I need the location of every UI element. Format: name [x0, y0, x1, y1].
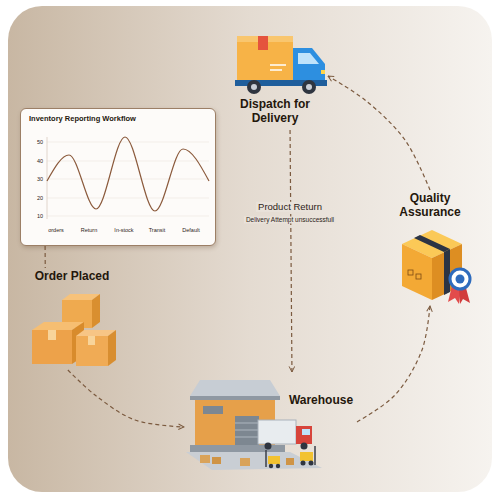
- delivery-truck-part: [321, 70, 325, 74]
- warehouse-illustration-part: [186, 452, 322, 470]
- order-boxes-part: [88, 336, 95, 345]
- order-boxes: [32, 294, 116, 366]
- trend-curve: [47, 137, 209, 211]
- warehouse-illustration-part: [190, 396, 280, 400]
- axis-tick: 20: [37, 195, 43, 201]
- edge-note: Delivery Attempt unsuccessfull: [244, 216, 336, 223]
- warehouse-illustration-part: [200, 455, 210, 463]
- warehouse-illustration-part: [235, 423, 259, 424]
- delivery-truck: [235, 36, 327, 94]
- warehouse-illustration-part: [235, 430, 259, 431]
- order-boxes-part: [108, 330, 116, 366]
- station-label: Order Placed: [28, 270, 116, 284]
- flow-connector: [328, 76, 430, 190]
- axis-tick: 30: [37, 176, 43, 182]
- station-label: Dispatch for Delivery: [230, 98, 320, 126]
- warehouse-illustration-part: [235, 416, 259, 447]
- order-boxes-part: [32, 330, 72, 364]
- warehouse-illustration-part: [265, 450, 267, 467]
- axis-category: In-stock: [114, 227, 133, 233]
- warehouse-illustration-part: [301, 461, 306, 466]
- warehouse-illustration-part: [300, 452, 313, 461]
- flow-connector: [290, 130, 292, 372]
- chart-title: Inventory Reporting Workflow: [29, 115, 136, 124]
- warehouse-illustration-part: [240, 458, 250, 466]
- delivery-truck-part: [247, 80, 261, 94]
- axis-tick: 50: [37, 139, 43, 145]
- grid-line: [47, 216, 209, 217]
- warehouse-illustration-part: [258, 420, 296, 444]
- warehouse-illustration-part: [268, 456, 280, 464]
- station-label: Quality Assurance: [390, 192, 470, 220]
- warehouse-illustration-part: [203, 406, 223, 414]
- ground: [8, 6, 492, 492]
- quality-box-part: [414, 235, 450, 252]
- quality-box-part: [450, 269, 470, 289]
- warehouse-illustration-part: [190, 380, 280, 396]
- warehouse-illustration-part: [301, 443, 308, 450]
- quality-box-part: [416, 274, 421, 279]
- delivery-truck-part: [237, 36, 293, 82]
- delivery-truck-part: [258, 36, 268, 50]
- axis-category: Transit: [149, 227, 166, 233]
- order-station: Order Placed: [26, 268, 119, 370]
- axis-category: Return: [81, 227, 98, 233]
- chart-plot: [21, 109, 215, 245]
- axis-tick: 40: [37, 158, 43, 164]
- axis-line: [47, 137, 48, 219]
- warehouse-illustration-part: [235, 437, 259, 438]
- flow-connector: [68, 370, 184, 427]
- quality-station: Quality Assurance: [384, 190, 476, 306]
- warehouse-illustration-part: [296, 426, 312, 444]
- warehouse-illustration-part: [302, 429, 310, 435]
- warehouse-illustration-part: [212, 457, 221, 464]
- grid-line: [47, 179, 209, 180]
- dispatch-station: Dispatch for Delivery: [222, 32, 328, 130]
- order-boxes-part: [48, 330, 56, 340]
- quality-box: [402, 230, 470, 304]
- flow-connector: [44, 246, 45, 268]
- delivery-truck-part: [298, 53, 319, 64]
- delivery-truck-part: [270, 64, 286, 66]
- warehouse-illustration-part: [286, 458, 294, 465]
- order-boxes-part: [92, 294, 100, 328]
- order-boxes-part: [76, 336, 108, 366]
- delivery-truck-part: [293, 48, 325, 84]
- quality-box-part: [444, 249, 450, 295]
- axis-category: orders: [48, 227, 64, 233]
- delivery-truck-part: [306, 84, 312, 90]
- edge-label: Product Return: [256, 202, 324, 212]
- axis-tick: 10: [37, 213, 43, 219]
- warehouse-illustration-part: [269, 464, 273, 468]
- quality-box-part: [456, 275, 465, 284]
- grid-line: [47, 161, 209, 162]
- station-label: Warehouse: [288, 394, 354, 408]
- warehouse-station: Warehouse: [184, 372, 357, 472]
- flow-connector: [357, 306, 430, 422]
- delivery-truck-part: [302, 80, 316, 94]
- warehouse-illustration-part: [309, 461, 314, 466]
- delivery-truck-part: [270, 69, 282, 71]
- quality-box-part: [402, 244, 432, 300]
- warehouse-illustration-part: [265, 443, 272, 450]
- quality-box-part: [408, 270, 413, 275]
- axis-category: Default: [182, 227, 199, 233]
- warehouse-illustration-part: [276, 464, 280, 468]
- grid-line: [47, 142, 209, 143]
- warehouse-illustration-part: [314, 446, 316, 465]
- grid-line: [47, 198, 209, 199]
- chart-panel: Inventory Reporting Workflow 50 40 30 20 10 or…: [20, 108, 216, 246]
- ground-part: [8, 6, 492, 492]
- delivery-truck-part: [251, 84, 257, 90]
